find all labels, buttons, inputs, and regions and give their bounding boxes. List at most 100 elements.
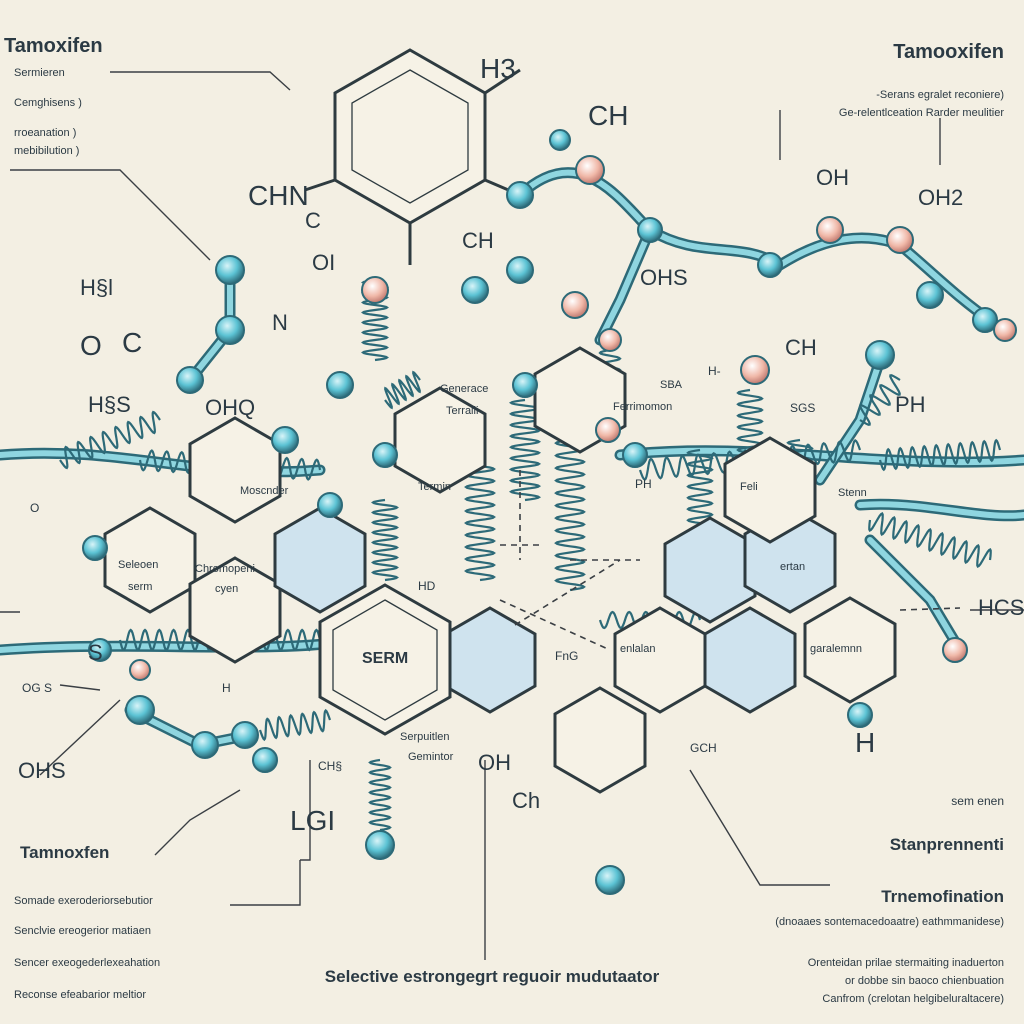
hexagon-ring-icon [553,686,647,794]
atom-o-left: O [30,501,39,515]
ring-label-terralli: Terralli [446,405,478,417]
atom-ph: PH [895,392,926,417]
atom-ogs: OG S [22,681,52,695]
atom-node-icon [361,276,389,304]
atom-node-icon [88,638,112,662]
atom-hal: H§l [80,275,113,300]
helix-coil-icon [868,512,992,568]
bottom-left-title: Tamnoxfen [20,843,109,862]
atom-ohs2: OHS [18,758,66,783]
ring-label-ferrimomn: Ferrimomon [613,401,672,413]
atom-hs-left: H§S [88,392,131,417]
helix-coil-icon [59,410,161,470]
atom-fnd: FnG [555,649,578,663]
hexagon-ring-icon [803,596,897,704]
atom-chn: CHN [248,180,309,211]
atom-bh: PH [635,477,652,491]
bottom-right-line-3: Canfrom (crelotan helgibeluraltacere) [822,993,1004,1005]
atom-ch3: CH§ [318,759,342,773]
ring-label-cyan: cyen [215,583,238,595]
bottom-left-line-2: Senclvie ereogerior matiaen [14,925,151,937]
hexagon-ring-icon [703,606,797,714]
atom-node-icon [271,426,299,454]
atom-node-icon [191,731,219,759]
atom-hcs: HCS [978,595,1024,620]
atom-ch-top: CH [588,100,628,131]
hexagon-ring-icon [393,386,487,494]
atom-node-icon [372,442,398,468]
bottom-right-heading-2: Trnemofination [881,887,1004,906]
left-line-4: mebibilution ) [14,145,79,157]
atom-node-icon [740,355,770,385]
hexagon-rings [103,346,897,794]
atom-oh-bot: OH [478,750,511,775]
helix-coil-icon [258,708,332,742]
atom-h-r: H- [708,364,721,378]
hexagon-ring-icon [103,506,197,614]
bottom-left-block: Tamnoxfen Somade exeroderiorsebutior Sen… [14,843,160,1001]
left-label-block: Tamoxifen Sermieren Cemghisens ) rroeana… [4,35,103,157]
atom-node-icon [129,659,151,681]
bottom-center-block: Selective estrongegrt reguoir mudutaator [325,967,660,986]
hexagon-ring-icon [273,506,367,614]
ring-label-germ: serm [128,581,152,593]
ring-label-ennlalen: enlalan [620,643,655,655]
atom-node-icon [365,830,395,860]
ring-label-serpuitlen: Serpuitlen [400,731,450,743]
left-line-3: rroeanation ) [14,127,76,139]
atom-node-icon [993,318,1017,342]
atom-c-big: C [122,327,142,358]
atom-node-icon [595,417,621,443]
atom-node-icon [231,721,259,749]
ring-label-terminat: Termin [418,481,451,493]
atom-o-big: O [80,330,102,361]
helix-coil-icon [368,758,392,832]
atom-labels: H3 CHN C CH OH OH2 CH OI OHS CH H- H§S O… [18,53,1024,836]
atom-node-icon [757,252,783,278]
hydrogen-bond-lines [499,470,961,651]
atom-node-icon [972,307,998,333]
left-line-1: Sermieren [14,67,65,79]
bottom-right-heading-1: Stanprennenti [890,835,1004,854]
atom-node-icon [575,155,605,185]
atom-n: N [272,310,288,335]
atom-node-icon [326,371,354,399]
leader-lines [0,71,1024,960]
atom-node-icon [176,366,204,394]
atom-sc: C [305,208,321,233]
ring-label-sba: SBA [660,379,683,391]
atom-ch-bottom: Ch [512,788,540,813]
atom-ohs: OHS [640,265,688,290]
ring-label-stenn: Stenn [838,487,867,499]
bottom-left-line-3: Sencer exeogederlexeahation [14,957,160,969]
atom-node-icon [549,129,571,151]
atom-node-icon [506,181,534,209]
bottom-right-line-2: or dobbe sin baoco chienbuation [845,975,1004,987]
bottom-left-line-1: Somade exeroderiorsebutior [14,895,153,907]
left-title: Tamoxifen [4,35,103,57]
right-title: Tamooxifen [893,41,1004,63]
atom-h-right: H [855,727,875,758]
atom-node-icon [506,256,534,284]
ring-label-chromopent: Chromopeni [195,563,255,575]
ring-label-erton: ertan [780,561,805,573]
atom-node-icon [865,340,895,370]
atom-gch: GCH [690,741,717,755]
helix-coil-icon [384,370,421,410]
atom-hd: HD [418,579,436,593]
helix-coil-icon [508,398,542,502]
ring-label-selegen: Seleoen [118,559,158,571]
helix-coil-icon [878,438,1002,472]
helix-coil-icon [859,374,901,426]
helix-coil-icon [464,458,496,582]
right-label-block: Tamooxifen -Serans egralet reconiere) Ge… [839,41,1004,119]
atom-node-icon [561,291,589,319]
atom-ch-mid: CH [462,228,494,253]
hexagon-ring-icon [443,606,537,714]
bottom-right-block: sem enen Stanprennenti Trnemofination (d… [775,794,1004,1005]
atom-node-icon [622,442,648,468]
right-line-2: Ge-relentlceation Rarder meulitier [839,107,1004,119]
atom-node-icon [215,255,245,285]
